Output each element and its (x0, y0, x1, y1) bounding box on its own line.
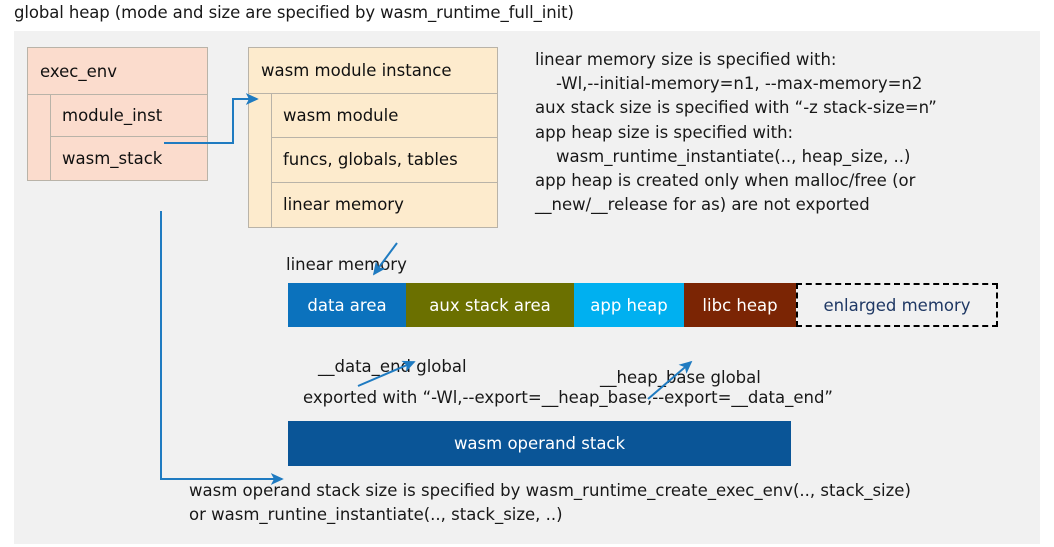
module-instance-gutter (249, 94, 272, 227)
memory-segment-aux-stack-area: aux stack area (406, 283, 574, 327)
module-instance-row-funcs-globals-tables: funcs, globals, tables (272, 138, 497, 183)
exec-env-rows: module_inst wasm_stack (51, 95, 207, 180)
exec-env-row-module-inst: module_inst (51, 95, 207, 137)
arrow-wasm-stack-to-operand-stack (160, 211, 284, 485)
exec-env-header: exec_env (28, 48, 207, 95)
exec-env-row-wasm-stack: wasm_stack (62, 148, 163, 168)
exec-env-box: exec_env module_inst wasm_stack (27, 47, 208, 181)
module-instance-body: wasm module funcs, globals, tables linea… (249, 94, 497, 227)
wasm-module-instance-box: wasm module instance wasm module funcs, … (248, 47, 498, 228)
annotation-heap-base: __heap_base global (600, 368, 761, 387)
diagram-panel: exec_env module_inst wasm_stack wasm mod… (14, 31, 1040, 544)
module-instance-row-linear-memory: linear memory (283, 195, 404, 215)
memory-segment-app-heap: app heap (574, 283, 684, 327)
exec-env-body: module_inst wasm_stack (28, 95, 207, 180)
annotation-data-end: __data_end global (318, 357, 467, 376)
module-instance-row-wasm-module: wasm module (272, 94, 497, 139)
module-instance-header: wasm module instance (249, 48, 497, 94)
memory-segment-enlarged-memory: enlarged memory (796, 283, 998, 327)
exec-env-gutter (28, 95, 51, 180)
memory-segment-data-area: data area (288, 283, 406, 327)
module-instance-rows: wasm module funcs, globals, tables linea… (272, 94, 497, 227)
annotation-exported-with: exported with “-Wl,--export=__heap_base,… (303, 388, 833, 407)
linear-memory-label: linear memory (286, 255, 407, 274)
page-title: global heap (mode and size are specified… (14, 3, 574, 22)
wasm-operand-stack-box: wasm operand stack (288, 421, 791, 466)
operand-stack-note: wasm operand stack size is specified by … (189, 481, 911, 525)
memory-segment-libc-heap: libc heap (684, 283, 796, 327)
linear-memory-note: linear memory size is specified with: -W… (535, 50, 937, 215)
